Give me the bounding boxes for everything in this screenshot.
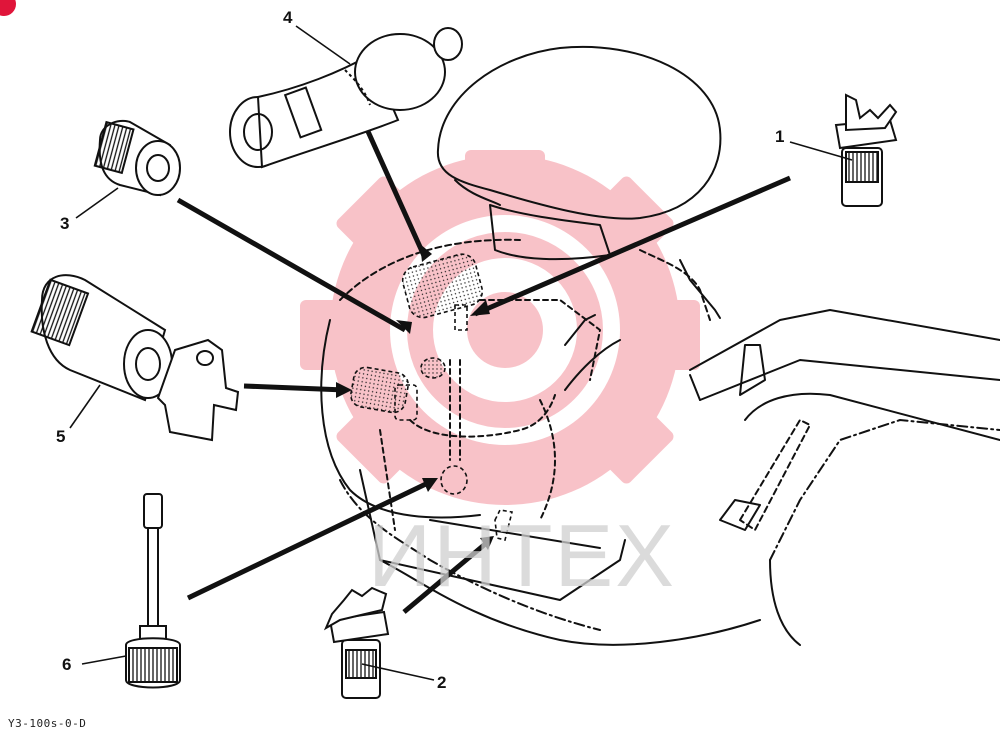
- leader-arrows: [176, 125, 791, 614]
- fuel-filter-top-illustration: [834, 93, 898, 207]
- oil-filter-large-illustration: [30, 274, 240, 442]
- fuel-filter-bottom-illustration: [323, 586, 390, 699]
- callout-2: 2: [437, 673, 447, 692]
- air-filter-illustration: [229, 27, 463, 169]
- callout-1: 1: [775, 127, 785, 146]
- suction-strainer-illustration: [125, 493, 181, 689]
- leader-arrowheads: [336, 244, 494, 550]
- callout-6: 6: [62, 655, 72, 674]
- callout-4: 4: [283, 8, 293, 27]
- corner-marker: [0, 0, 16, 16]
- watermark-text: ИНТЕХ: [368, 506, 676, 605]
- oil-filter-small-illustration: [93, 120, 181, 197]
- callout-5: 5: [56, 427, 66, 446]
- callout-3: 3: [60, 214, 70, 233]
- filter-locations: [350, 253, 513, 541]
- figure-code: Y3-100s-0-D: [8, 717, 87, 730]
- watermark-logo: [300, 150, 700, 505]
